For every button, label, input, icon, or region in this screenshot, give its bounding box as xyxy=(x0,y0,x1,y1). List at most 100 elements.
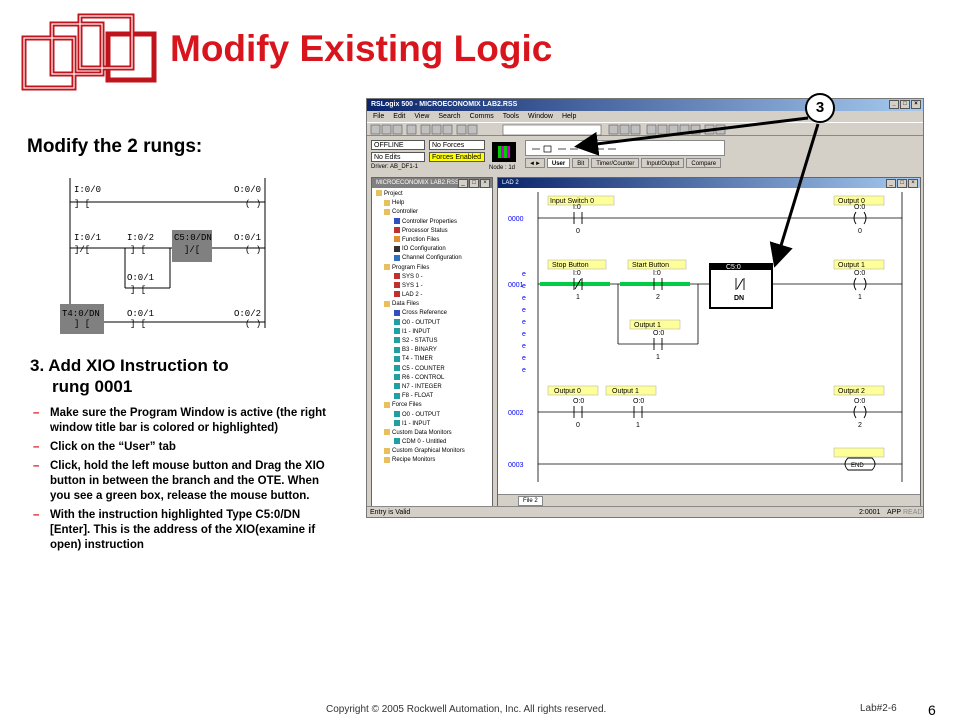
maximize-icon[interactable]: □ xyxy=(469,179,479,188)
menu-window[interactable]: Window xyxy=(528,113,553,120)
status-icon xyxy=(394,227,400,234)
close-icon[interactable]: × xyxy=(908,179,918,188)
maximize-icon[interactable]: □ xyxy=(897,179,907,188)
tree-item[interactable]: O0 - OUTPUT xyxy=(376,319,492,328)
tree-item[interactable]: Help xyxy=(376,199,492,208)
svg-text:] [: ] [ xyxy=(130,245,146,255)
svg-text:0: 0 xyxy=(576,422,580,429)
menu-tools[interactable]: Tools xyxy=(502,113,520,120)
tree-item[interactable]: Controller xyxy=(376,208,492,217)
ladder-file-icon xyxy=(394,291,400,298)
svg-text:O:0: O:0 xyxy=(854,270,865,277)
online-status-panel: OFFLINE No Forces No Edits Forces Enable… xyxy=(371,140,491,174)
mode-select[interactable]: OFFLINE xyxy=(371,140,425,150)
svg-text:0: 0 xyxy=(858,228,862,235)
instruction-buttons[interactable] xyxy=(526,141,726,157)
tree-item[interactable]: I1 - INPUT xyxy=(376,420,492,429)
tree-item[interactable]: I1 - INPUT xyxy=(376,328,492,337)
svg-text:1: 1 xyxy=(858,294,862,301)
folder-icon xyxy=(384,447,390,454)
tab-compare[interactable]: Compare xyxy=(686,158,722,168)
rung-number[interactable]: 0000 xyxy=(508,216,524,223)
svg-text:] [: ] [ xyxy=(130,285,146,295)
ladder-window[interactable]: LAD 2 _□× xyxy=(497,177,921,507)
tree-item[interactable]: SYS 0 - xyxy=(376,273,492,282)
svg-text:2: 2 xyxy=(858,422,862,429)
minimize-icon[interactable]: _ xyxy=(886,179,896,188)
tree-item[interactable]: C5 - COUNTER xyxy=(376,364,492,374)
project-window: MICROECONOMIX LAB2.RSS _□× Project Help … xyxy=(371,177,493,507)
rockwell-logo xyxy=(21,13,157,91)
minimize-icon[interactable]: _ xyxy=(458,179,468,188)
tree-item[interactable]: Function Files xyxy=(376,236,492,245)
tree-item[interactable]: S2 - STATUS xyxy=(376,337,492,346)
tree-item[interactable]: Controller Properties xyxy=(376,217,492,227)
svg-text:e: e xyxy=(522,295,526,302)
tree-item[interactable]: SYS 1 - xyxy=(376,282,492,291)
forces-enabled-select[interactable]: Forces Enabled xyxy=(429,152,485,162)
tree-item[interactable]: Force Files xyxy=(376,401,492,410)
tree-item[interactable]: LAD 2 - xyxy=(376,291,492,300)
data-file-icon xyxy=(394,420,400,427)
folder-icon xyxy=(384,263,390,270)
list-item: –Click on the “User” tab xyxy=(33,441,176,453)
tab-bit[interactable]: Bit xyxy=(572,158,590,168)
tab-input-output[interactable]: Input/Output xyxy=(641,158,685,168)
tree-item[interactable]: Processor Status xyxy=(376,227,492,236)
reference-ladder-diagram: I:0/0 O:0/0 ] [( ) I:0/1 I:0/2 C5:0/DN O… xyxy=(60,178,266,334)
rung-number[interactable]: 0003 xyxy=(508,462,524,469)
svg-text:( ): ( ) xyxy=(245,319,261,329)
data-file-icon xyxy=(394,392,400,399)
tree-item[interactable]: O0 - OUTPUT xyxy=(376,410,492,420)
menu-comms[interactable]: Comms xyxy=(469,113,494,120)
folder-icon xyxy=(376,190,382,197)
menu-edit[interactable]: Edit xyxy=(393,113,406,120)
tree-item[interactable]: Cross Reference xyxy=(376,309,492,318)
rung-number[interactable]: 0002 xyxy=(508,410,524,417)
ladder-file-icon xyxy=(394,282,400,289)
rung-number[interactable]: 0001 xyxy=(508,282,524,289)
tree-item[interactable]: T4 - TIMER xyxy=(376,355,492,364)
svg-text:O:0: O:0 xyxy=(854,398,865,405)
svg-text:e: e xyxy=(522,343,526,350)
svg-text:e: e xyxy=(522,319,526,326)
folder-icon xyxy=(384,300,390,307)
tree-item[interactable]: N7 - INTEGER xyxy=(376,383,492,392)
tree-item[interactable]: Recipe Monitors xyxy=(376,456,492,465)
xio-instruction-selected[interactable] xyxy=(709,263,773,309)
tree-item[interactable]: Program Files xyxy=(376,263,492,273)
forces-select[interactable]: No Forces xyxy=(429,140,485,150)
edits-select[interactable]: No Edits xyxy=(371,152,425,162)
tab-timer-counter[interactable]: Timer/Counter xyxy=(591,158,640,168)
tree-item[interactable]: CDM 0 - Untitled xyxy=(376,438,492,447)
ladder-window-title: LAD 2 _□× xyxy=(498,178,920,188)
tree-item[interactable]: B3 - BINARY xyxy=(376,346,492,355)
file-tab[interactable]: File 2 xyxy=(518,496,543,506)
svg-text:]/[: ]/[ xyxy=(184,245,200,255)
svg-text:Output 2: Output 2 xyxy=(838,388,865,395)
tree-item[interactable]: IO Configuration xyxy=(376,245,492,254)
tab-user[interactable]: User xyxy=(546,158,571,168)
close-icon[interactable]: × xyxy=(480,179,490,188)
svg-text:Stop Button: Stop Button xyxy=(552,262,589,269)
menu-view[interactable]: View xyxy=(414,113,430,120)
menu-help[interactable]: Help xyxy=(561,113,577,120)
data-file-icon xyxy=(394,383,400,390)
menu-file[interactable]: File xyxy=(373,113,385,120)
minimize-icon[interactable]: _ xyxy=(889,100,899,109)
tree-item[interactable]: Custom Data Monitors xyxy=(376,429,492,438)
tree-item[interactable]: F8 - FLOAT xyxy=(376,392,492,401)
tree-item[interactable]: Custom Graphical Monitors xyxy=(376,447,492,456)
tree-item[interactable]: Data Files xyxy=(376,300,492,309)
svg-text:] [: ] [ xyxy=(74,319,90,329)
tree-item[interactable]: R6 - CONTROL xyxy=(376,374,492,383)
maximize-icon[interactable]: □ xyxy=(900,100,910,109)
close-icon[interactable]: × xyxy=(911,100,921,109)
instruction-palette[interactable] xyxy=(525,140,725,156)
menu-search[interactable]: Search xyxy=(438,113,461,120)
toolbar-icons[interactable] xyxy=(367,123,924,137)
ref-r0-input: I:0/0 xyxy=(74,185,101,195)
ladder-editor[interactable]: 0000 Input Switch 0 I:0 0 Output 0 O:0 0… xyxy=(498,188,920,494)
tree-item[interactable]: Project xyxy=(376,190,492,199)
tree-item[interactable]: Channel Configuration xyxy=(376,254,492,263)
